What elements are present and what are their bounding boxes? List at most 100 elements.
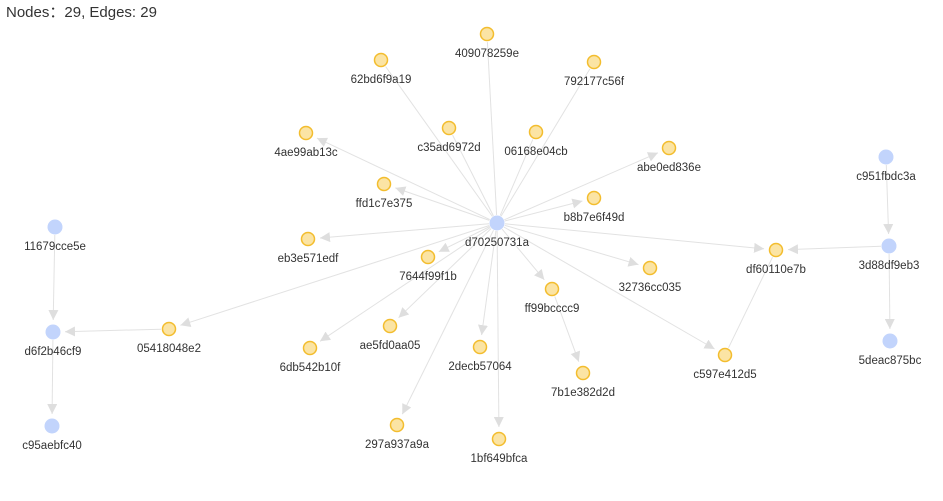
leaf-node-circle[interactable] [472, 339, 488, 355]
leaf-node-circle[interactable] [528, 124, 544, 140]
edge-d70250731a-eb3e571edf[interactable] [319, 223, 490, 243]
edge-d70250731a-409078259e[interactable] [486, 41, 498, 216]
edge-d70250731a-05418048e2[interactable] [180, 225, 490, 327]
edge-d6f2b46cf9-c95aebfc40[interactable] [47, 339, 58, 415]
edge-d70250731a-b8b7e6f49d[interactable] [504, 198, 583, 222]
graph-node[interactable]: 2decb57064 [448, 339, 512, 374]
primary-node-circle[interactable] [44, 418, 60, 434]
leaf-node-circle[interactable] [717, 347, 733, 363]
edge-df60110e7b-c597e412d5[interactable] [728, 256, 773, 349]
edge-d70250731a-792177c56f[interactable] [500, 68, 591, 217]
edge-c951fbdc3a-3d88df9eb3[interactable] [883, 164, 894, 235]
node-label: 4ae99ab13c [274, 147, 338, 159]
graph-node[interactable]: 32736cc035 [619, 260, 682, 295]
graph-node[interactable]: 5deac875bc [859, 333, 922, 368]
graph-node[interactable]: abe0ed836e [637, 140, 701, 175]
primary-node-circle[interactable] [47, 219, 63, 235]
edge-d70250731a-ff99bcccc9[interactable] [501, 228, 545, 281]
graph-node[interactable]: d6f2b46cf9 [25, 324, 82, 359]
edge-d70250731a-c597e412d5[interactable] [503, 226, 715, 350]
graph-node[interactable]: 1bf649bfca [471, 431, 529, 466]
graph-node[interactable]: 4ae99ab13c [274, 125, 338, 160]
node-label: 792177c56f [564, 76, 625, 88]
edge-d70250731a-ae5fd0aa05[interactable] [398, 228, 492, 319]
graph-node[interactable]: c951fbdc3a [856, 149, 916, 184]
graph-node[interactable]: 409078259e [455, 26, 519, 61]
graph-node[interactable]: 297a937a9a [365, 417, 430, 452]
primary-node-circle[interactable] [489, 215, 505, 231]
leaf-node-circle[interactable] [376, 176, 392, 192]
edge-d70250731a-6db542b10f[interactable] [319, 226, 491, 342]
edge-d70250731a-62bd6f9a19[interactable] [385, 66, 493, 217]
leaf-node-circle[interactable] [373, 52, 389, 68]
graph-node[interactable]: 6db542b10f [280, 340, 342, 375]
edge-d70250731a-32736cc035[interactable] [504, 224, 639, 267]
graph-node[interactable]: 3d88df9eb3 [859, 238, 920, 273]
primary-node-circle[interactable] [881, 238, 897, 254]
graph-node[interactable]: 11679cce5e [24, 219, 86, 254]
leaf-node-circle[interactable] [420, 249, 436, 265]
node-label: b8b7e6f49d [564, 212, 625, 224]
edge-d70250731a-df60110e7b[interactable] [504, 223, 765, 253]
node-label: 32736cc035 [619, 282, 682, 294]
graph-node[interactable]: c95aebfc40 [22, 418, 82, 453]
node-label: 5deac875bc [859, 355, 922, 367]
node-label: ff99bcccc9 [525, 303, 580, 315]
leaf-node-circle[interactable] [544, 281, 560, 297]
graph-node[interactable]: b8b7e6f49d [564, 190, 625, 225]
edge-11679cce5e-d6f2b46cf9[interactable] [48, 234, 59, 321]
edge-d70250731a-4ae99ab13c[interactable] [316, 137, 491, 221]
graph-node[interactable]: d70250731a [465, 215, 530, 250]
graph-node[interactable]: 7644f99f1b [399, 249, 457, 284]
node-label: 1bf649bfca [471, 453, 529, 465]
leaf-node-circle[interactable] [389, 417, 405, 433]
edge-d70250731a-c35ad6972d[interactable] [452, 134, 494, 217]
leaf-node-circle[interactable] [300, 231, 316, 247]
edge-3d88df9eb3-5deac875bc[interactable] [884, 253, 895, 330]
node-label: eb3e571edf [278, 253, 340, 265]
graph-node[interactable]: c35ad6972d [417, 120, 481, 155]
edge-d70250731a-2decb57064[interactable] [478, 230, 497, 336]
graph-node[interactable]: 06168e04cb [504, 124, 568, 159]
primary-node-circle[interactable] [45, 324, 61, 340]
leaf-node-circle[interactable] [575, 365, 591, 381]
node-label: 7644f99f1b [399, 271, 457, 283]
graph-node[interactable]: ff99bcccc9 [525, 281, 580, 316]
leaf-node-circle[interactable] [642, 260, 658, 276]
leaf-node-circle[interactable] [382, 318, 398, 334]
edge-3d88df9eb3-df60110e7b[interactable] [787, 244, 882, 255]
leaf-node-circle[interactable] [586, 190, 602, 206]
leaf-node-circle[interactable] [768, 242, 784, 258]
edge-d70250731a-abe0ed836e[interactable] [504, 152, 659, 221]
graph-node[interactable]: 7b1e382d2d [551, 365, 615, 400]
node-label: 06168e04cb [504, 146, 567, 158]
edge-d70250731a-7644f99f1b[interactable] [438, 226, 491, 253]
edge-d70250731a-1bf649bfca[interactable] [493, 230, 504, 428]
leaf-node-circle[interactable] [491, 431, 507, 447]
graph-node[interactable]: 62bd6f9a19 [351, 52, 412, 87]
graph-node[interactable]: c597e412d5 [693, 347, 757, 382]
edge-d70250731a-ffd1c7e375[interactable] [395, 186, 490, 221]
graph-node[interactable]: ae5fd0aa05 [360, 318, 421, 353]
leaf-node-circle[interactable] [441, 120, 457, 136]
leaf-node-circle[interactable] [298, 125, 314, 141]
graph-node[interactable]: df60110e7b [746, 242, 806, 277]
graph-node[interactable]: 792177c56f [564, 54, 625, 89]
graph-node[interactable]: ffd1c7e375 [356, 176, 413, 211]
edge-ff99bcccc9-7b1e382d2d[interactable] [554, 296, 581, 362]
graph-node[interactable]: 05418048e2 [137, 321, 201, 356]
nodes-label: Nodes： [6, 4, 65, 21]
leaf-node-circle[interactable] [302, 340, 318, 356]
leaf-node-circle[interactable] [161, 321, 177, 337]
leaf-node-circle[interactable] [586, 54, 602, 70]
edge-d70250731a-06168e04cb[interactable] [499, 139, 534, 216]
edge-d70250731a-297a937a9a[interactable] [401, 229, 494, 415]
leaf-node-circle[interactable] [479, 26, 495, 42]
primary-node-circle[interactable] [878, 149, 894, 165]
leaf-node-circle[interactable] [661, 140, 677, 156]
primary-node-circle[interactable] [882, 333, 898, 349]
edges-label: , Edges: [81, 4, 141, 21]
graph-node[interactable]: eb3e571edf [278, 231, 340, 266]
edge-05418048e2-d6f2b46cf9[interactable] [64, 326, 162, 337]
